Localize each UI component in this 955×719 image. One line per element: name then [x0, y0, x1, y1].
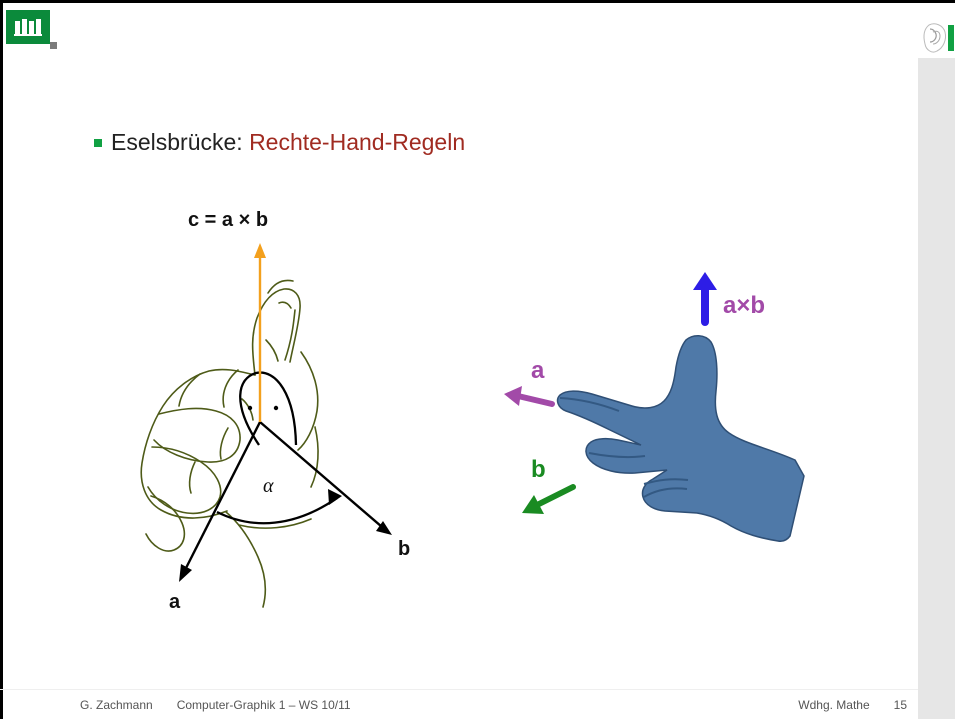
b-arrowhead — [522, 495, 544, 514]
logo-accent-square — [50, 42, 57, 49]
left-right-hand-rule-diagram: c = a × b a b α — [140, 209, 410, 613]
bullet-marker — [94, 138, 102, 147]
top-border — [0, 0, 955, 3]
blue-hand-illustration — [556, 335, 805, 542]
right-label-axb: a×b — [723, 292, 765, 319]
bullet-prefix-text: Eselsbrücke: — [111, 129, 250, 155]
university-logo — [6, 10, 50, 44]
vector-b-arrowhead — [376, 521, 392, 535]
right-hand-vector-illustration: a×b a b — [504, 272, 805, 542]
vector-c-arrowhead — [254, 243, 266, 258]
bullet-highlight-text: Rechte-Hand-Regeln — [249, 129, 466, 155]
a-arrowhead — [504, 386, 522, 406]
slide-footer: G. Zachmann Computer-Graphik 1 – WS 10/1… — [80, 698, 907, 712]
left-label-a: a — [169, 591, 181, 613]
right-side-strip — [918, 58, 955, 719]
footer-course: Computer-Graphik 1 – WS 10/11 — [176, 698, 351, 712]
left-border — [0, 0, 3, 719]
corner-emblem — [923, 23, 954, 53]
footer-page-number: 15 — [893, 698, 907, 712]
cross-product-formula: c = a × b — [188, 209, 268, 231]
left-label-b: b — [398, 538, 410, 560]
vector-a-arrowhead — [179, 564, 192, 582]
sketch-hand — [140, 279, 319, 608]
footer-separator — [0, 689, 918, 690]
angle-alpha-label: α — [263, 475, 274, 497]
right-label-a: a — [531, 357, 545, 384]
footer-topic: Wdhg. Mathe — [798, 698, 870, 712]
main-bullet-row: Eselsbrücke: Rechte-Hand-Regeln — [94, 129, 465, 156]
axb-arrowhead — [693, 272, 717, 290]
right-label-b: b — [531, 456, 546, 483]
footer-author: G. Zachmann — [80, 698, 153, 712]
